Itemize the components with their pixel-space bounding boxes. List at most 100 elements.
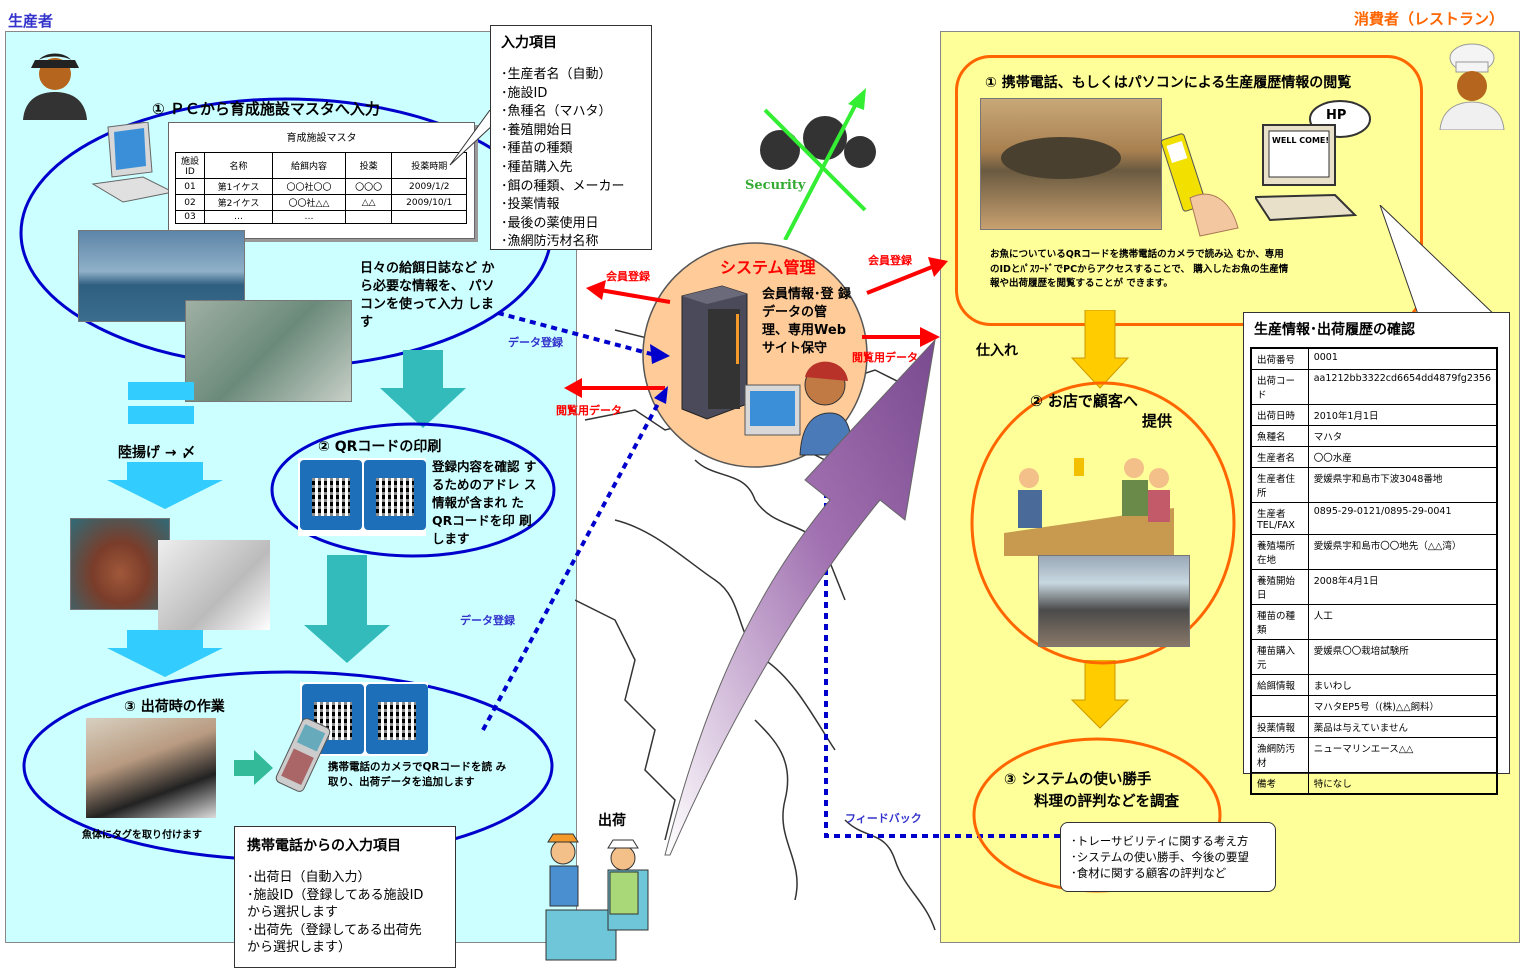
table-row: マハタEP5号（(株)△△飼料）: [1250, 695, 1498, 717]
landing-label: 陸揚げ → 〆: [118, 445, 196, 461]
history-value-cell: 薬品は与えていません: [1307, 716, 1498, 738]
hand-phone-icon: [1160, 133, 1239, 237]
red-arrow-left-member: [586, 280, 671, 304]
qr-code-icon: [366, 684, 428, 754]
master-table-title: 育成施設マスタ: [286, 133, 357, 144]
flow-block-2: [128, 406, 194, 424]
producer-step2-ellipse: [270, 422, 556, 558]
hp-label: HP: [1326, 108, 1347, 123]
phone-items-list: ･出荷日（自動入力） ･施設ID（登録してある施設ID から選択します ･出荷先…: [247, 869, 455, 957]
consumer-step3-title: ③ システムの使い勝手: [1004, 772, 1152, 788]
list-item: ･トレーサビリティに関する考え方: [1071, 834, 1249, 848]
list-item: ･食材に関する顧客の評判など: [1071, 866, 1227, 880]
red-arrow-right-browse: [862, 327, 940, 347]
down-arrow-teal-2-icon: [304, 555, 390, 663]
history-label-cell: 給餌情報: [1250, 674, 1309, 696]
welcome-label: WELL COME!: [1272, 136, 1330, 145]
history-value-cell: 特になし: [1307, 772, 1498, 795]
shipping-workers-icon: [545, 833, 649, 961]
down-arrow-yellow-2-icon: [1070, 660, 1130, 729]
table-cell: [391, 210, 467, 224]
list-item: ･出荷先（登録してある出荷先: [247, 922, 422, 938]
phone-caption: 携帯電話のカメラでQRコードを読 み取り、出荷データを追加します: [328, 761, 507, 788]
list-item: ･施設ID: [501, 85, 548, 101]
table-row: 生産者住所愛媛県宇和島市下波3048番地: [1250, 467, 1498, 503]
down-arrow-yellow-1-icon: [1070, 310, 1130, 389]
down-arrow-1-icon: [107, 462, 223, 509]
qr-code-icon: [364, 460, 426, 530]
down-arrow-2-icon: [107, 630, 223, 677]
table-row: 種苗購入元愛媛県〇〇栽培試験所: [1250, 639, 1498, 675]
history-label-cell: 種苗の種類: [1250, 604, 1309, 640]
input-items-callout: 入力項目 ･生産者名（自動） ･施設ID ･魚種名（マハタ） ･養殖開始日 ･種…: [490, 25, 652, 250]
packaged-fish-photo: [980, 98, 1162, 230]
list-item: ･最後の薬使用日: [501, 215, 599, 231]
history-label-cell: 漁網防汚材: [1250, 737, 1309, 773]
table-cell: …: [203, 210, 274, 224]
producer-step3-title: ③ 出荷時の作業: [124, 699, 225, 715]
list-item: ･種苗の種類: [501, 141, 573, 157]
security-label: Security: [745, 178, 806, 193]
table-cell: 03: [175, 210, 205, 224]
right-arrow-green-icon: [234, 750, 273, 785]
history-value-cell: 0001: [1307, 347, 1498, 370]
list-item: から選択します: [247, 905, 339, 920]
restaurant-toast-icon: [1004, 458, 1174, 556]
shipping-label: 出荷: [598, 813, 626, 829]
history-title: 生産情報･出荷履歴の確認: [1254, 322, 1415, 338]
browse-data-left-label: 閲覧用データ: [556, 404, 622, 417]
consumer-step2-title: ② お店で顧客へ: [1030, 392, 1138, 410]
list-item: ･漁網防汚材名称: [501, 234, 599, 250]
history-label-cell: 養殖場所在地: [1250, 534, 1309, 570]
history-label-cell: [1250, 695, 1309, 717]
qr-code-icon: [300, 460, 362, 530]
pc-welcome-icon: [1255, 100, 1371, 222]
server-icon: [681, 285, 748, 420]
supply-big-arrow: [664, 338, 936, 856]
table-row: 備考特になし: [1250, 772, 1498, 795]
history-label-cell: 養殖開始日: [1250, 569, 1309, 605]
down-arrow-teal-1-icon: [380, 350, 466, 428]
fish-feeding-photo: [185, 300, 352, 402]
stock-label: 仕入れ: [976, 343, 1018, 359]
table-row: 漁網防汚材ニューマリンエース△△: [1250, 737, 1498, 773]
table-row: 生産者名〇〇水産: [1250, 446, 1498, 468]
header-cell: 投薬時期: [391, 152, 467, 179]
list-item: ･生産者名（自動）: [501, 67, 612, 82]
header-cell: 投薬: [344, 152, 393, 179]
table-row: 01 第1イケス 〇〇社〇〇 〇〇〇 2009/1/2: [175, 178, 467, 195]
history-label-cell: 出荷日時: [1250, 404, 1309, 426]
history-value-cell: 人工: [1307, 604, 1498, 640]
list-item: ･施設ID（登録してある施設ID: [247, 887, 424, 903]
data-reg-2-label: データ登録: [460, 614, 515, 627]
flow-block-1: [128, 382, 194, 400]
master-table-header: 施設ID 名称 給餌内容 投薬 投薬時期: [175, 152, 467, 179]
history-value-cell: 〇〇水産: [1307, 446, 1498, 468]
daily-note: 日々の給餌日誌など から必要な情報を、 パソコンを使って入力 します: [360, 261, 495, 330]
history-value-cell: aa1212bb3322cd6654dd4879fg2356: [1307, 369, 1498, 405]
table-row: 魚種名マハタ: [1250, 425, 1498, 447]
input-items-title: 入力項目: [501, 35, 557, 51]
list-item: から選択します）: [247, 940, 352, 955]
history-label-cell: 生産者住所: [1250, 467, 1309, 503]
qr-label-sheet: [298, 458, 426, 536]
history-pointer: [1379, 205, 1502, 321]
consumer-label: 消費者（レストラン）: [1354, 10, 1505, 28]
header-cell: 施設ID: [175, 152, 205, 179]
system-title: システム管理: [720, 258, 816, 277]
computer-icon: [91, 122, 175, 203]
survey-list: ･トレーサビリティに関する考え方 ･システムの使い勝手、今後の要望 ･食材に関す…: [1071, 833, 1275, 881]
mobile-phone-icon: [275, 718, 331, 792]
history-value-cell: 愛媛県宇和島市下波3048番地: [1307, 467, 1498, 503]
history-value-cell: マハタ: [1307, 425, 1498, 447]
browse-data-right-label: 閲覧用データ: [852, 351, 918, 364]
consumer-step1-title: ① 携帯電話、もしくはパソコンによる生産履歴情報の閲覧: [985, 75, 1352, 91]
table-row: 02 第2イケス 〇〇社△△ △△ 2009/10/1: [175, 194, 467, 211]
fish-killing-photo: [158, 540, 270, 630]
